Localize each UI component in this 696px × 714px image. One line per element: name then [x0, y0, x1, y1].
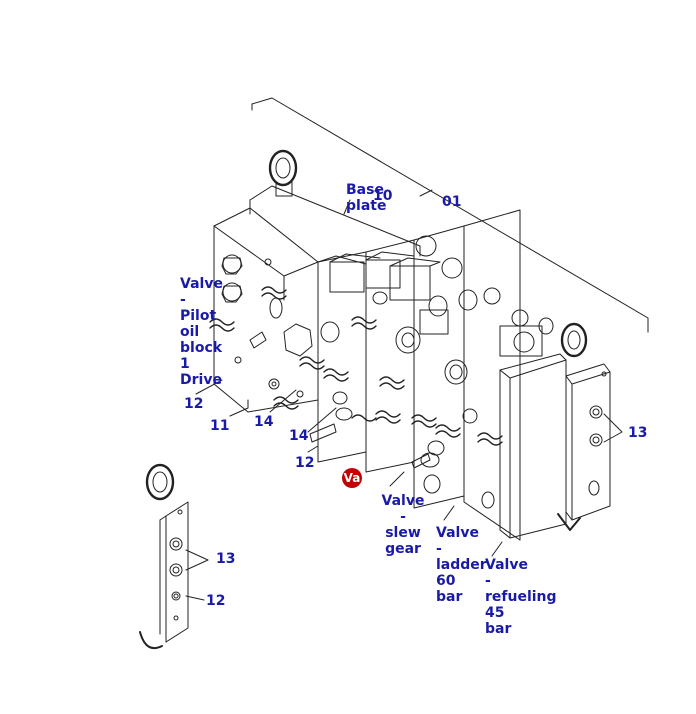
label-valve-ladder[interactable]: Valve - ladder 60 bar	[436, 525, 487, 605]
label-part-10[interactable]: 10	[373, 188, 393, 204]
lifting-eye-right	[562, 324, 586, 356]
label-valve-refueling[interactable]: Valve - refueling 45 bar	[485, 557, 557, 637]
label-part-13-bottom[interactable]: 13	[216, 551, 236, 567]
fittings	[210, 287, 502, 445]
label-valve-pilot-oil-block[interactable]: Valve - Pilot oil block 1 Drive	[180, 276, 223, 388]
label-part-12-bottom[interactable]: 12	[206, 593, 226, 609]
label-base-plate[interactable]: Base plate	[346, 182, 387, 214]
valve-refueling-block	[429, 210, 566, 540]
label-part-12-center[interactable]: 12	[295, 455, 315, 471]
valve-block-2	[366, 240, 439, 472]
hotspot-badge[interactable]: Va	[342, 468, 362, 488]
label-part-14-center[interactable]: 14	[289, 428, 309, 444]
small-end-plate	[140, 465, 208, 648]
label-part-13-right[interactable]: 13	[628, 425, 648, 441]
right-end-plate	[558, 364, 610, 530]
valve-slew-gear-block	[318, 252, 380, 462]
lifting-eye-top-left	[270, 151, 296, 196]
label-part-01[interactable]: 01	[442, 194, 462, 210]
label-part-12-left[interactable]: 12	[184, 396, 204, 412]
label-part-14-left[interactable]: 14	[254, 414, 274, 430]
valve-ladder-block	[390, 226, 464, 508]
label-valve-slew-gear[interactable]: Valve - slew gear	[381, 493, 425, 557]
label-part-11[interactable]: 11	[210, 418, 230, 434]
